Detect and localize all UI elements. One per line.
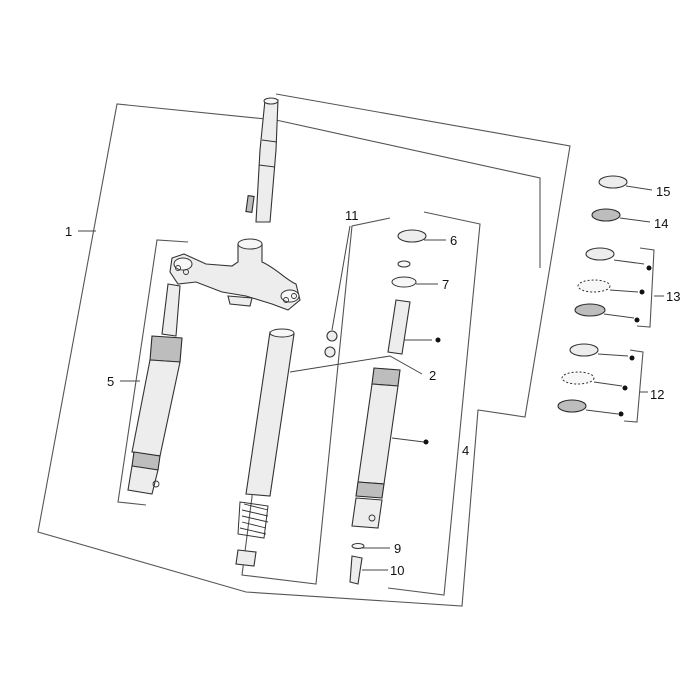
nut-15 <box>598 175 628 189</box>
ring-14 <box>591 208 621 222</box>
callout-1: 1 <box>65 224 72 239</box>
steering-stem <box>169 97 301 311</box>
steering-crown <box>169 243 301 311</box>
callout-15: 15 <box>656 184 670 199</box>
tube-2 <box>387 299 411 355</box>
bolt-10 <box>349 555 363 585</box>
bearing-kit <box>557 175 628 413</box>
cap-6 <box>397 229 427 243</box>
spring <box>239 503 269 535</box>
fork-leg-right <box>349 229 427 585</box>
callout-4: 4 <box>462 443 469 458</box>
fork-leg-left <box>127 283 183 495</box>
callout-2: 2 <box>429 368 436 383</box>
callout-11: 11 <box>345 208 359 223</box>
reference-dots <box>423 265 652 445</box>
callout-10: 10 <box>390 563 404 578</box>
leader-lines <box>78 185 664 571</box>
frame-4 <box>387 211 481 596</box>
frame-1-inner <box>275 119 541 268</box>
callout-5: 5 <box>107 374 114 389</box>
assembly-frames <box>37 93 655 607</box>
frame-1 <box>37 93 571 607</box>
frame-13 <box>636 247 655 328</box>
callout-9: 9 <box>394 541 401 556</box>
callout-6: 6 <box>450 233 457 248</box>
frame-5 <box>117 239 189 506</box>
frame-12 <box>623 349 644 423</box>
frame-2 <box>241 217 391 585</box>
callout-14: 14 <box>654 216 668 231</box>
seal-7 <box>391 276 417 288</box>
callout-12: 12 <box>650 387 664 402</box>
callout-13: 13 <box>666 289 680 304</box>
callout-labels: 1 2 4 5 6 7 9 10 11 12 13 14 15 <box>65 184 680 578</box>
bolts-11 <box>324 330 338 358</box>
callout-7: 7 <box>442 277 449 292</box>
fork-damper <box>235 328 295 567</box>
